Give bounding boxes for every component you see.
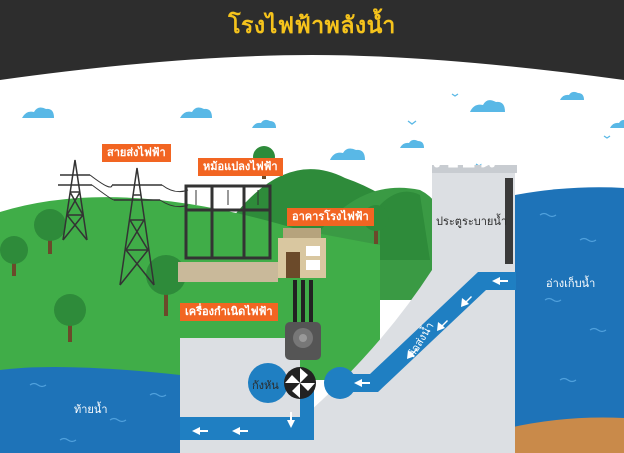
tailwater-label: ท้ายน้ำ [74,403,108,416]
transmission-line-tag: สายส่งไฟฟ้า [102,144,171,162]
tailwater [0,366,180,453]
page-title: โรงไฟฟ้าพลังน้ำ [228,13,396,39]
generator [285,322,321,360]
clouds [22,91,624,160]
dam-label: เขื่อน [432,144,497,174]
tailwater-ripples [29,382,167,443]
reservoir-bed [500,417,624,453]
outflow-channel [180,417,310,437]
turbine-housing [248,363,288,403]
trees [0,146,389,342]
transformer-station [178,184,278,282]
turbine-label: กังหัน [252,379,279,392]
generator-tag: เครื่องกำเนิดไฟฟ้า [180,303,278,321]
generator-shafts [293,280,313,325]
power-house [278,228,326,278]
reservoir-ripples [539,212,607,383]
turbine [284,367,316,399]
frame-top [0,0,624,80]
penstock-bend [324,367,356,399]
spillway-gate [505,178,513,264]
power-building-tag: อาคารโรงไฟฟ้า [287,208,374,226]
penstock [345,272,516,392]
transformer-tag: หม้อแปลงไฟฟ้า [198,158,283,176]
transmission-towers [58,159,162,286]
spillway-gate-label: ประตูระบายน้ำ [436,215,508,228]
dam-top [432,165,517,173]
reservoir-label: อ่างเก็บน้ำ [546,277,596,290]
reservoir-water [515,187,624,453]
flow-arrows [192,277,508,435]
